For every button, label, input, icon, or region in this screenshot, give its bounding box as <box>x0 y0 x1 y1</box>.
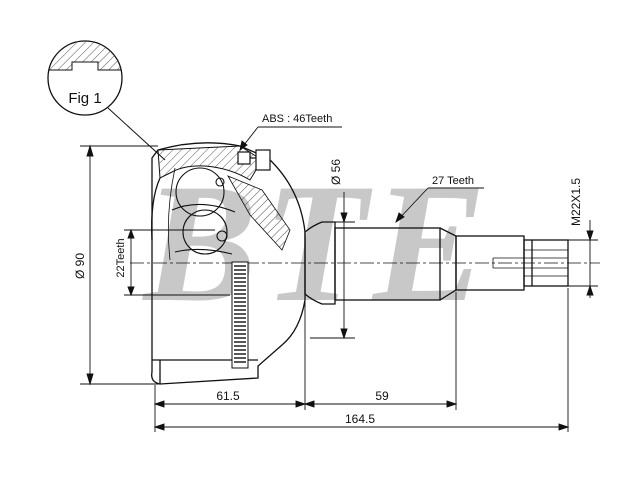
watermark-logo: BTE <box>142 149 493 337</box>
abs-ring <box>231 261 249 369</box>
abs-callout <box>239 126 342 152</box>
outer-spline-callout <box>395 187 484 224</box>
inner-spline-teeth-label: 22Teeth <box>115 238 127 277</box>
total-length-label: 164.5 <box>345 412 375 426</box>
outer-spline-teeth-label: 27 Teeth <box>432 175 474 187</box>
stub-shaft <box>304 221 569 305</box>
boot-clamp <box>237 149 271 171</box>
dim-thread <box>568 220 598 298</box>
shaft-length-label: 59 <box>375 389 389 403</box>
dim-outer-diameter <box>80 144 160 386</box>
fig1-label: Fig 1 <box>68 90 101 107</box>
ball-cage <box>171 167 236 255</box>
outer-diameter-label: Ø 90 <box>73 253 87 279</box>
thread-label: M22X1.5 <box>569 178 583 226</box>
abs-teeth-label: ABS : 46Teeth <box>262 113 332 125</box>
fig1-detail: Fig 1 <box>47 40 166 161</box>
dim-lengths <box>153 288 570 432</box>
section-hatch-lower <box>227 175 291 251</box>
bell-length-label: 61.5 <box>216 389 240 403</box>
seal-diameter-label: Ø 56 <box>329 159 343 185</box>
dim-inner-spline <box>124 228 230 297</box>
dim-seal-diameter <box>310 192 355 340</box>
section-hatch <box>157 145 263 181</box>
